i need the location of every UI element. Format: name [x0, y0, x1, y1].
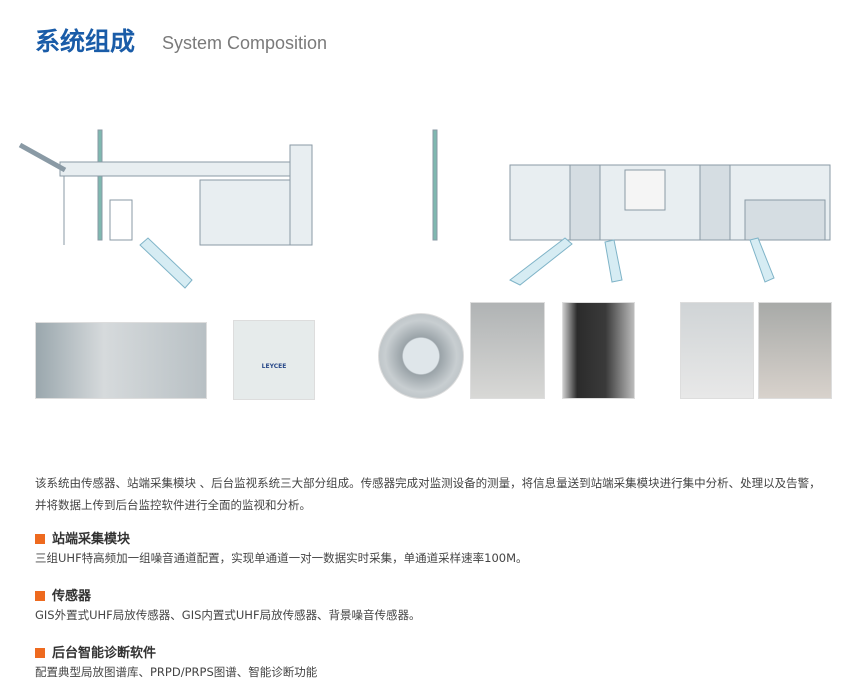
busbar-pipe: [59, 161, 301, 177]
arrow-4: [749, 237, 775, 283]
page-subtitle: System Composition: [162, 33, 328, 53]
bullet-icon: [35, 648, 45, 658]
section-software: 后台智能诊断软件 配置典型局放图谱库、PRPD/PRPS图谱、智能诊断功能: [35, 642, 317, 683]
arrow-3: [604, 239, 623, 283]
section-text: 三组UHF特高频加一组噪音通道配置，实现单通道一对一数据实时采集，单通道采样速率…: [35, 551, 528, 565]
bullet-icon: [35, 534, 45, 544]
arrows: [139, 237, 775, 289]
photo-sensor-1: [470, 302, 545, 399]
wall-left: [97, 129, 103, 241]
section-sensor: 传感器 GIS外置式UHF局放传感器、GIS内置式UHF局放传感器、背景噪音传感…: [35, 585, 421, 626]
section-text: GIS外置式UHF局放传感器、GIS内置式UHF局放传感器、背景噪音传感器。: [35, 608, 421, 622]
gis-diagram: [18, 129, 831, 289]
bushing: [18, 142, 67, 173]
intro-text: 该系统由传感器、站端采集模块 、后台监视系统三大部分组成。传感器完成对监测设备的…: [35, 476, 821, 512]
gis-bay: [199, 179, 291, 246]
gis-column: [289, 144, 313, 246]
photo-collection-cabinet: LEYCEE: [233, 320, 315, 400]
cabinet-logo: LEYCEE: [261, 363, 287, 370]
arrow-1: [139, 237, 193, 289]
section-title: 传感器: [52, 589, 92, 604]
section-title: 后台智能诊断软件: [52, 646, 157, 661]
photo-sensor-3: [680, 302, 754, 399]
wall-right: [432, 129, 438, 241]
section-collection-module: 站端采集模块 三组UHF特高频加一组噪音通道配置，实现单通道一对一数据实时采集，…: [35, 528, 528, 569]
page-title: 系统组成: [35, 27, 136, 56]
arrow-2: [509, 237, 573, 286]
photo-substation: [35, 322, 207, 399]
photo-sensor-flange: [378, 313, 464, 399]
photo-sensor-4: [758, 302, 832, 399]
cabinet-small: [109, 199, 133, 241]
section-text: 配置典型局放图谱库、PRPD/PRPS图谱、智能诊断功能: [35, 665, 318, 679]
photo-sensor-2: [562, 302, 635, 399]
bullet-icon: [35, 591, 45, 601]
section-title: 站端采集模块: [52, 532, 131, 547]
